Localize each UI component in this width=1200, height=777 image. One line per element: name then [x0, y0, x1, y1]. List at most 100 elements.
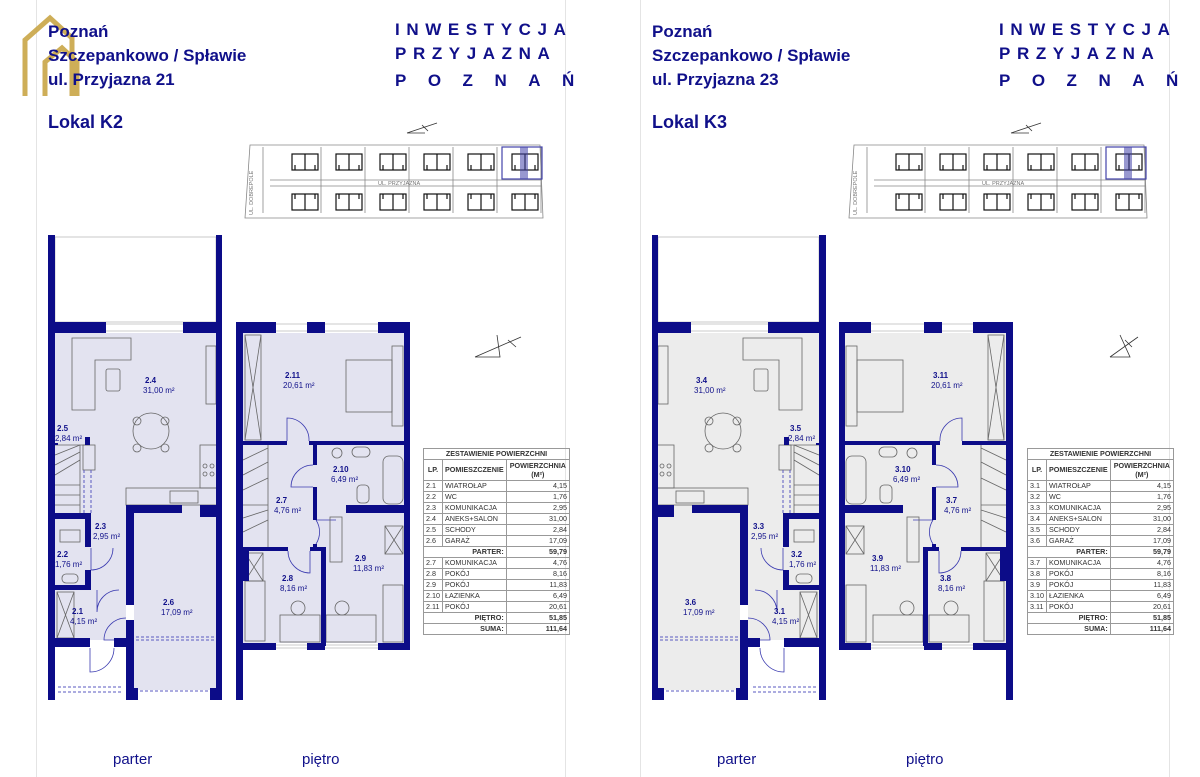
room-number: 2.2 — [57, 550, 69, 559]
row-area: 31,00 — [1109, 513, 1175, 525]
room-number: 2.9 — [355, 554, 367, 563]
row-area: 4,15 — [505, 480, 571, 492]
upper-floor-label: piętro — [302, 751, 340, 768]
site-street-horizontal: UL. PRZYJAZNA — [378, 181, 421, 187]
row-lp: 3.3 — [1027, 502, 1047, 514]
row-area: 8,16 — [1109, 568, 1175, 580]
row-area: 1,76 — [1109, 491, 1175, 503]
row-lp: 2.11 — [423, 601, 443, 613]
row-lp: 2.2 — [423, 491, 443, 503]
row-area: 31,00 — [505, 513, 571, 525]
room-number: 2.8 — [282, 574, 294, 583]
row-area: 4,76 — [1109, 557, 1175, 569]
col-lp: LP. — [1027, 459, 1047, 481]
col-area: POWIERZCHNIA (M²) — [1109, 459, 1175, 481]
ground-total-value: 59,79 — [505, 546, 571, 558]
row-lp: 3.1 — [1027, 480, 1047, 492]
row-room: KOMUNIKACJA — [442, 502, 507, 514]
row-lp: 2.10 — [423, 590, 443, 602]
ground-total-label: PARTER: — [423, 546, 507, 558]
sum-label: SUMA: — [1027, 623, 1111, 635]
area-summary-table: ZESTAWIENIE POWIERZCHNI LP.POMIESZCZENIE… — [423, 448, 571, 635]
sum-label: SUMA: — [423, 623, 507, 635]
site-street-vertical: UL. DOBREPOLE — [249, 170, 255, 215]
room-area: 20,61 m² — [283, 381, 315, 390]
room-number: 3.1 — [774, 607, 786, 616]
room-area: 1,76 m² — [55, 560, 82, 569]
sum-row: SUMA:111,64 — [1027, 623, 1175, 635]
row-lp: 2.8 — [423, 568, 443, 580]
city: Poznań — [48, 22, 109, 41]
room-number: 3.2 — [791, 550, 803, 559]
row-room: WIATROŁAP — [1046, 480, 1111, 492]
row-lp: 2.4 — [423, 513, 443, 525]
row-room: POKÓJ — [1046, 579, 1111, 591]
col-lp: LP. — [423, 459, 443, 481]
row-area: 4,15 — [1109, 480, 1175, 492]
area-summary-table: ZESTAWIENIE POWIERZCHNI LP.POMIESZCZENIE… — [1027, 448, 1175, 635]
brand-line-2: PRZYJAZNA — [999, 44, 1161, 63]
col-area: POWIERZCHNIA (M²) — [505, 459, 571, 481]
upper-total-row: PIĘTRO:51,85 — [423, 612, 571, 624]
row-room: ŁAZIENKA — [442, 590, 507, 602]
row-area: 1,76 — [505, 491, 571, 503]
room-area: 4,76 m² — [274, 506, 301, 515]
district: Szczepankowo / Spławie — [652, 46, 851, 65]
row-area: 20,61 — [1109, 601, 1175, 613]
row-area: 11,83 — [505, 579, 571, 591]
row-room: POKÓJ — [442, 579, 507, 591]
ground-total-value: 59,79 — [1109, 546, 1175, 558]
brand-line-3: POZNAŃ — [999, 71, 1200, 90]
ground-total-label: PARTER: — [1027, 546, 1111, 558]
sum-value: 111,64 — [505, 623, 571, 635]
row-area: 20,61 — [505, 601, 571, 613]
row-lp: 3.6 — [1027, 535, 1047, 547]
upper-total-value: 51,85 — [1109, 612, 1175, 624]
ground-floor-plan — [652, 235, 826, 700]
row-lp: 2.1 — [423, 480, 443, 492]
room-number: 3.9 — [872, 554, 884, 563]
room-area: 4,15 m² — [772, 617, 799, 626]
brand-line-1: INWESTYCJA — [999, 20, 1177, 39]
row-room: SCHODY — [1046, 524, 1111, 536]
upper-total-value: 51,85 — [505, 612, 571, 624]
row-lp: 3.10 — [1027, 590, 1047, 602]
site-plan: UL. DOBREPOLE UL. PRZYJAZNA — [848, 144, 1148, 219]
room-number: 3.3 — [753, 522, 765, 531]
row-lp: 3.4 — [1027, 513, 1047, 525]
unit-title: Lokal K3 — [652, 112, 728, 132]
row-lp: 2.3 — [423, 502, 443, 514]
sum-row: SUMA:111,64 — [423, 623, 571, 635]
row-area: 4,76 — [505, 557, 571, 569]
row-area: 11,83 — [1109, 579, 1175, 591]
row-area: 2,84 — [1109, 524, 1175, 536]
row-lp: 3.11 — [1027, 601, 1047, 613]
row-room: SCHODY — [442, 524, 507, 536]
room-area: 20,61 m² — [931, 381, 963, 390]
row-lp: 2.7 — [423, 557, 443, 569]
row-lp: 3.5 — [1027, 524, 1047, 536]
site-street-horizontal: UL. PRZYJAZNA — [982, 181, 1025, 187]
north-arrow-icon — [1010, 122, 1042, 134]
room-area: 2,84 m² — [55, 434, 82, 443]
north-arrow-icon — [1109, 334, 1139, 358]
site-street-vertical: UL. DOBREPOLE — [853, 170, 859, 215]
room-number: 3.6 — [685, 598, 697, 607]
brand-line-2: PRZYJAZNA — [395, 44, 557, 63]
row-area: 2,95 — [505, 502, 571, 514]
row-area: 6,49 — [1109, 590, 1175, 602]
street-address: ul. Przyjazna 23 — [652, 70, 779, 89]
